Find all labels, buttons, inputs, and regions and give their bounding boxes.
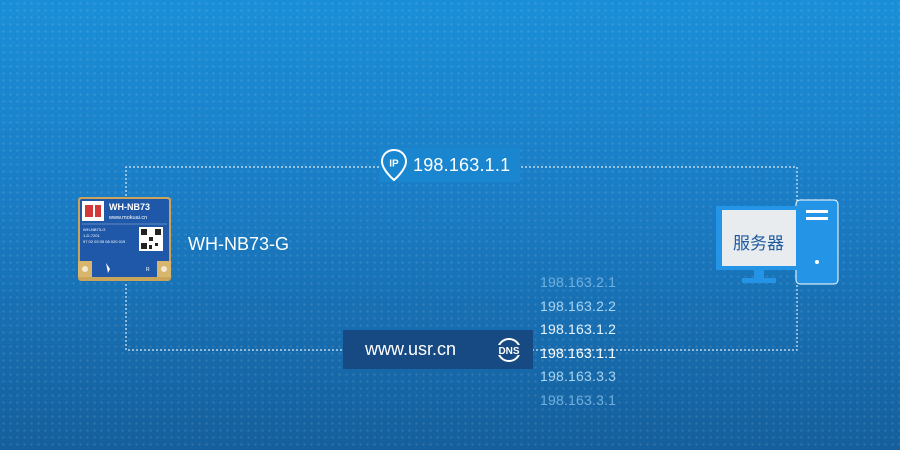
server-label: 服务器 xyxy=(733,234,784,254)
ip-address-label: IP 198.163.1.1 xyxy=(379,148,521,182)
nb-iot-module-icon: WH-NB73 www.mokuai.cn WH-NB73-G 1-D-7201… xyxy=(78,197,171,281)
dns-badge-text: DNS xyxy=(498,346,519,357)
ip-list-item: 198.163.1.2 xyxy=(540,321,617,337)
module-name-label: WH-NB73-G xyxy=(188,234,290,254)
module-line1-text: WH-NB73-G xyxy=(83,227,105,232)
svg-text:R: R xyxy=(146,267,150,273)
dns-ip-list: 198.163.2.1 198.163.2.2 198.163.1.2 198.… xyxy=(540,271,650,412)
ip-list-item: 198.163.3.1 xyxy=(540,391,617,408)
module-line3-text: 97 02 03 05 08 020 019 xyxy=(83,239,126,244)
ip-list-item-highlight: 198.163.1.1 xyxy=(540,344,617,361)
dns-globe-icon: DNS xyxy=(494,337,524,362)
ip-list-item: 198.163.3.3 xyxy=(540,368,617,384)
server-computer-icon xyxy=(716,199,839,285)
svg-text:IP: IP xyxy=(389,159,399,170)
module-site-text: www.mokuai.cn xyxy=(108,215,147,221)
ip-list-item: 198.163.2.1 xyxy=(540,274,617,290)
module-model-text: WH-NB73 xyxy=(109,202,150,212)
ip-address-text: 198.163.1.1 xyxy=(413,154,511,175)
module-line2-text: 1-D-7201 xyxy=(83,233,100,238)
ip-list-item: 198.163.2.2 xyxy=(540,297,617,314)
dns-domain-text: www.usr.cn xyxy=(365,339,457,359)
dns-domain-box: www.usr.cn DNS xyxy=(343,330,533,369)
location-pin-ip-icon: IP xyxy=(380,148,408,182)
